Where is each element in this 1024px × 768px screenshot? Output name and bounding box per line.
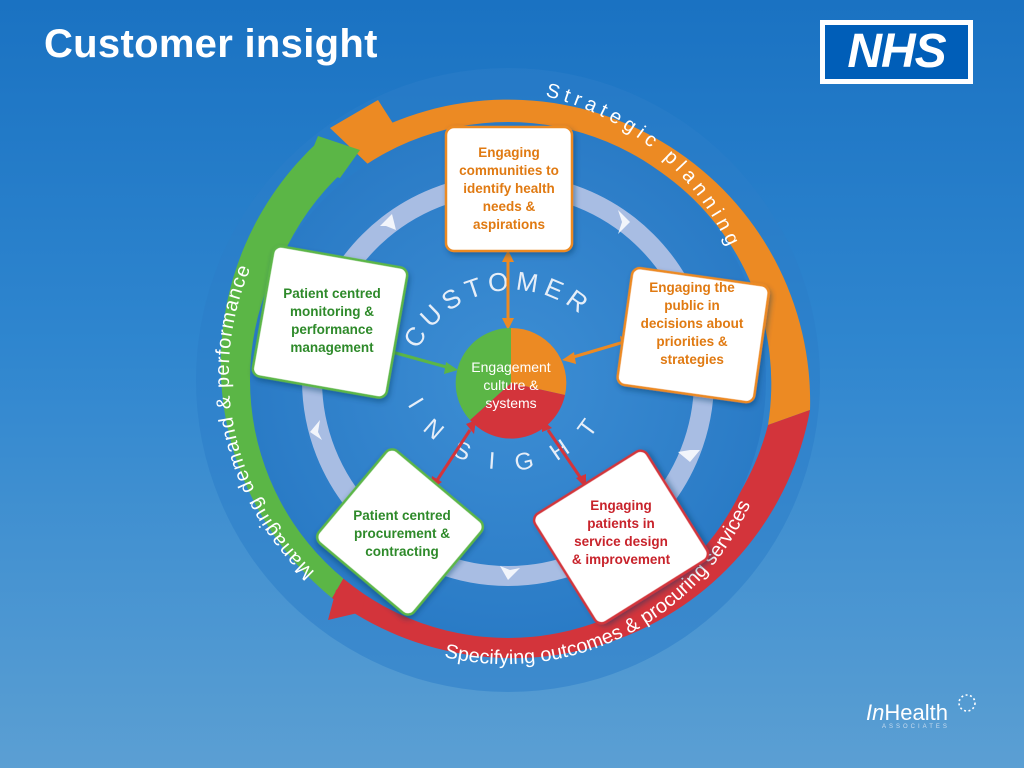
box-engaging-public-text: Engaging the public in decisions about p… xyxy=(641,280,744,367)
box-engaging-patients-frame xyxy=(532,449,710,625)
box-text-line: aspirations xyxy=(473,217,545,232)
box-patient-monitoring xyxy=(251,245,409,399)
connector-top-head-icon xyxy=(502,250,514,262)
inhealth-logo-subtitle: ASSOCIATES xyxy=(882,724,950,730)
box-text-line: procurement & xyxy=(354,526,450,541)
box-text-line: patients in xyxy=(587,516,655,531)
box-text-line: performance xyxy=(291,322,373,337)
cycle-chevron-icon xyxy=(310,420,322,440)
center-label-line: Engagement xyxy=(471,359,551,375)
box-engaging-public xyxy=(616,266,770,404)
nhs-logo-text: NHS xyxy=(825,25,968,79)
box-text-line: Patient centred xyxy=(353,508,451,523)
cycle-chevron-icon xyxy=(500,566,520,580)
cycle-arrows xyxy=(310,210,700,580)
box-text-line: strategies xyxy=(660,352,724,367)
box-text-line: priorities & xyxy=(656,334,728,349)
box-text-line: monitoring & xyxy=(290,304,374,319)
managing-demand-ring xyxy=(220,140,354,598)
box-engaging-communities-frame xyxy=(444,125,574,253)
center-pie-red xyxy=(470,383,565,439)
box-patient-monitoring-text: Patient centred monitoring & performance… xyxy=(283,286,381,355)
box-engaging-communities-text: Engaging communities to identify health … xyxy=(459,145,559,232)
center-label-line: culture & xyxy=(483,377,539,393)
box-patient-monitoring-frame xyxy=(251,245,409,399)
page-title: Customer insight xyxy=(44,22,378,66)
box-text-line: communities to xyxy=(459,163,559,178)
inhealth-dots-icon xyxy=(958,694,976,712)
center-label: Engagement culture & systems xyxy=(471,359,551,411)
strategic-planning-ring xyxy=(372,99,811,426)
connector-left xyxy=(391,350,451,370)
box-text-line: needs & xyxy=(483,199,536,214)
box-text-line: management xyxy=(290,340,374,355)
connector-bottom-right xyxy=(546,429,584,481)
box-text-line: Engaging xyxy=(478,145,540,160)
connector-top-head-icon xyxy=(502,318,514,330)
box-engaging-public-frame xyxy=(616,266,770,404)
center-pie-green xyxy=(455,327,511,420)
box-patient-procurement-text: Patient centred procurement & contractin… xyxy=(353,508,451,559)
box-text-line: decisions about xyxy=(641,316,744,331)
box-text-line: Engaging xyxy=(590,498,652,513)
box-patient-procurement-frame xyxy=(315,448,485,616)
center-pie xyxy=(455,327,567,439)
connector-right-head-icon xyxy=(562,352,576,364)
box-text-line: contracting xyxy=(365,544,439,559)
cycle-chevron-icon xyxy=(380,214,396,230)
nhs-logo: NHS xyxy=(820,20,973,84)
connector-right xyxy=(569,340,625,360)
box-patient-procurement xyxy=(315,448,485,616)
cycle-chevron-icon xyxy=(678,450,700,462)
box-engaging-communities xyxy=(444,125,574,253)
box-text-line: identify health xyxy=(463,181,555,196)
center-pie-orange xyxy=(511,327,567,395)
connector-left-head-icon xyxy=(444,362,458,374)
inhealth-logo: InHealth ASSOCIATES xyxy=(866,700,950,730)
box-text-line: Patient centred xyxy=(283,286,381,301)
box-engaging-patients-text: Engaging patients in service design & im… xyxy=(572,498,671,567)
managing-arrow-head xyxy=(305,136,360,178)
inhealth-logo-prefix: In xyxy=(866,700,885,725)
box-text-line: Engaging the xyxy=(649,280,735,295)
box-engaging-patients xyxy=(532,449,710,625)
box-text-line: service design xyxy=(574,534,668,549)
specifying-outcomes-ring xyxy=(332,410,810,659)
box-text-line: public in xyxy=(664,298,720,313)
inhealth-logo-suffix: Health xyxy=(884,700,948,725)
center-label-line: systems xyxy=(485,395,536,411)
box-text-line: & improvement xyxy=(572,552,671,567)
cycle-chevron-icon xyxy=(618,210,630,234)
connector-bottom-left xyxy=(434,429,472,483)
